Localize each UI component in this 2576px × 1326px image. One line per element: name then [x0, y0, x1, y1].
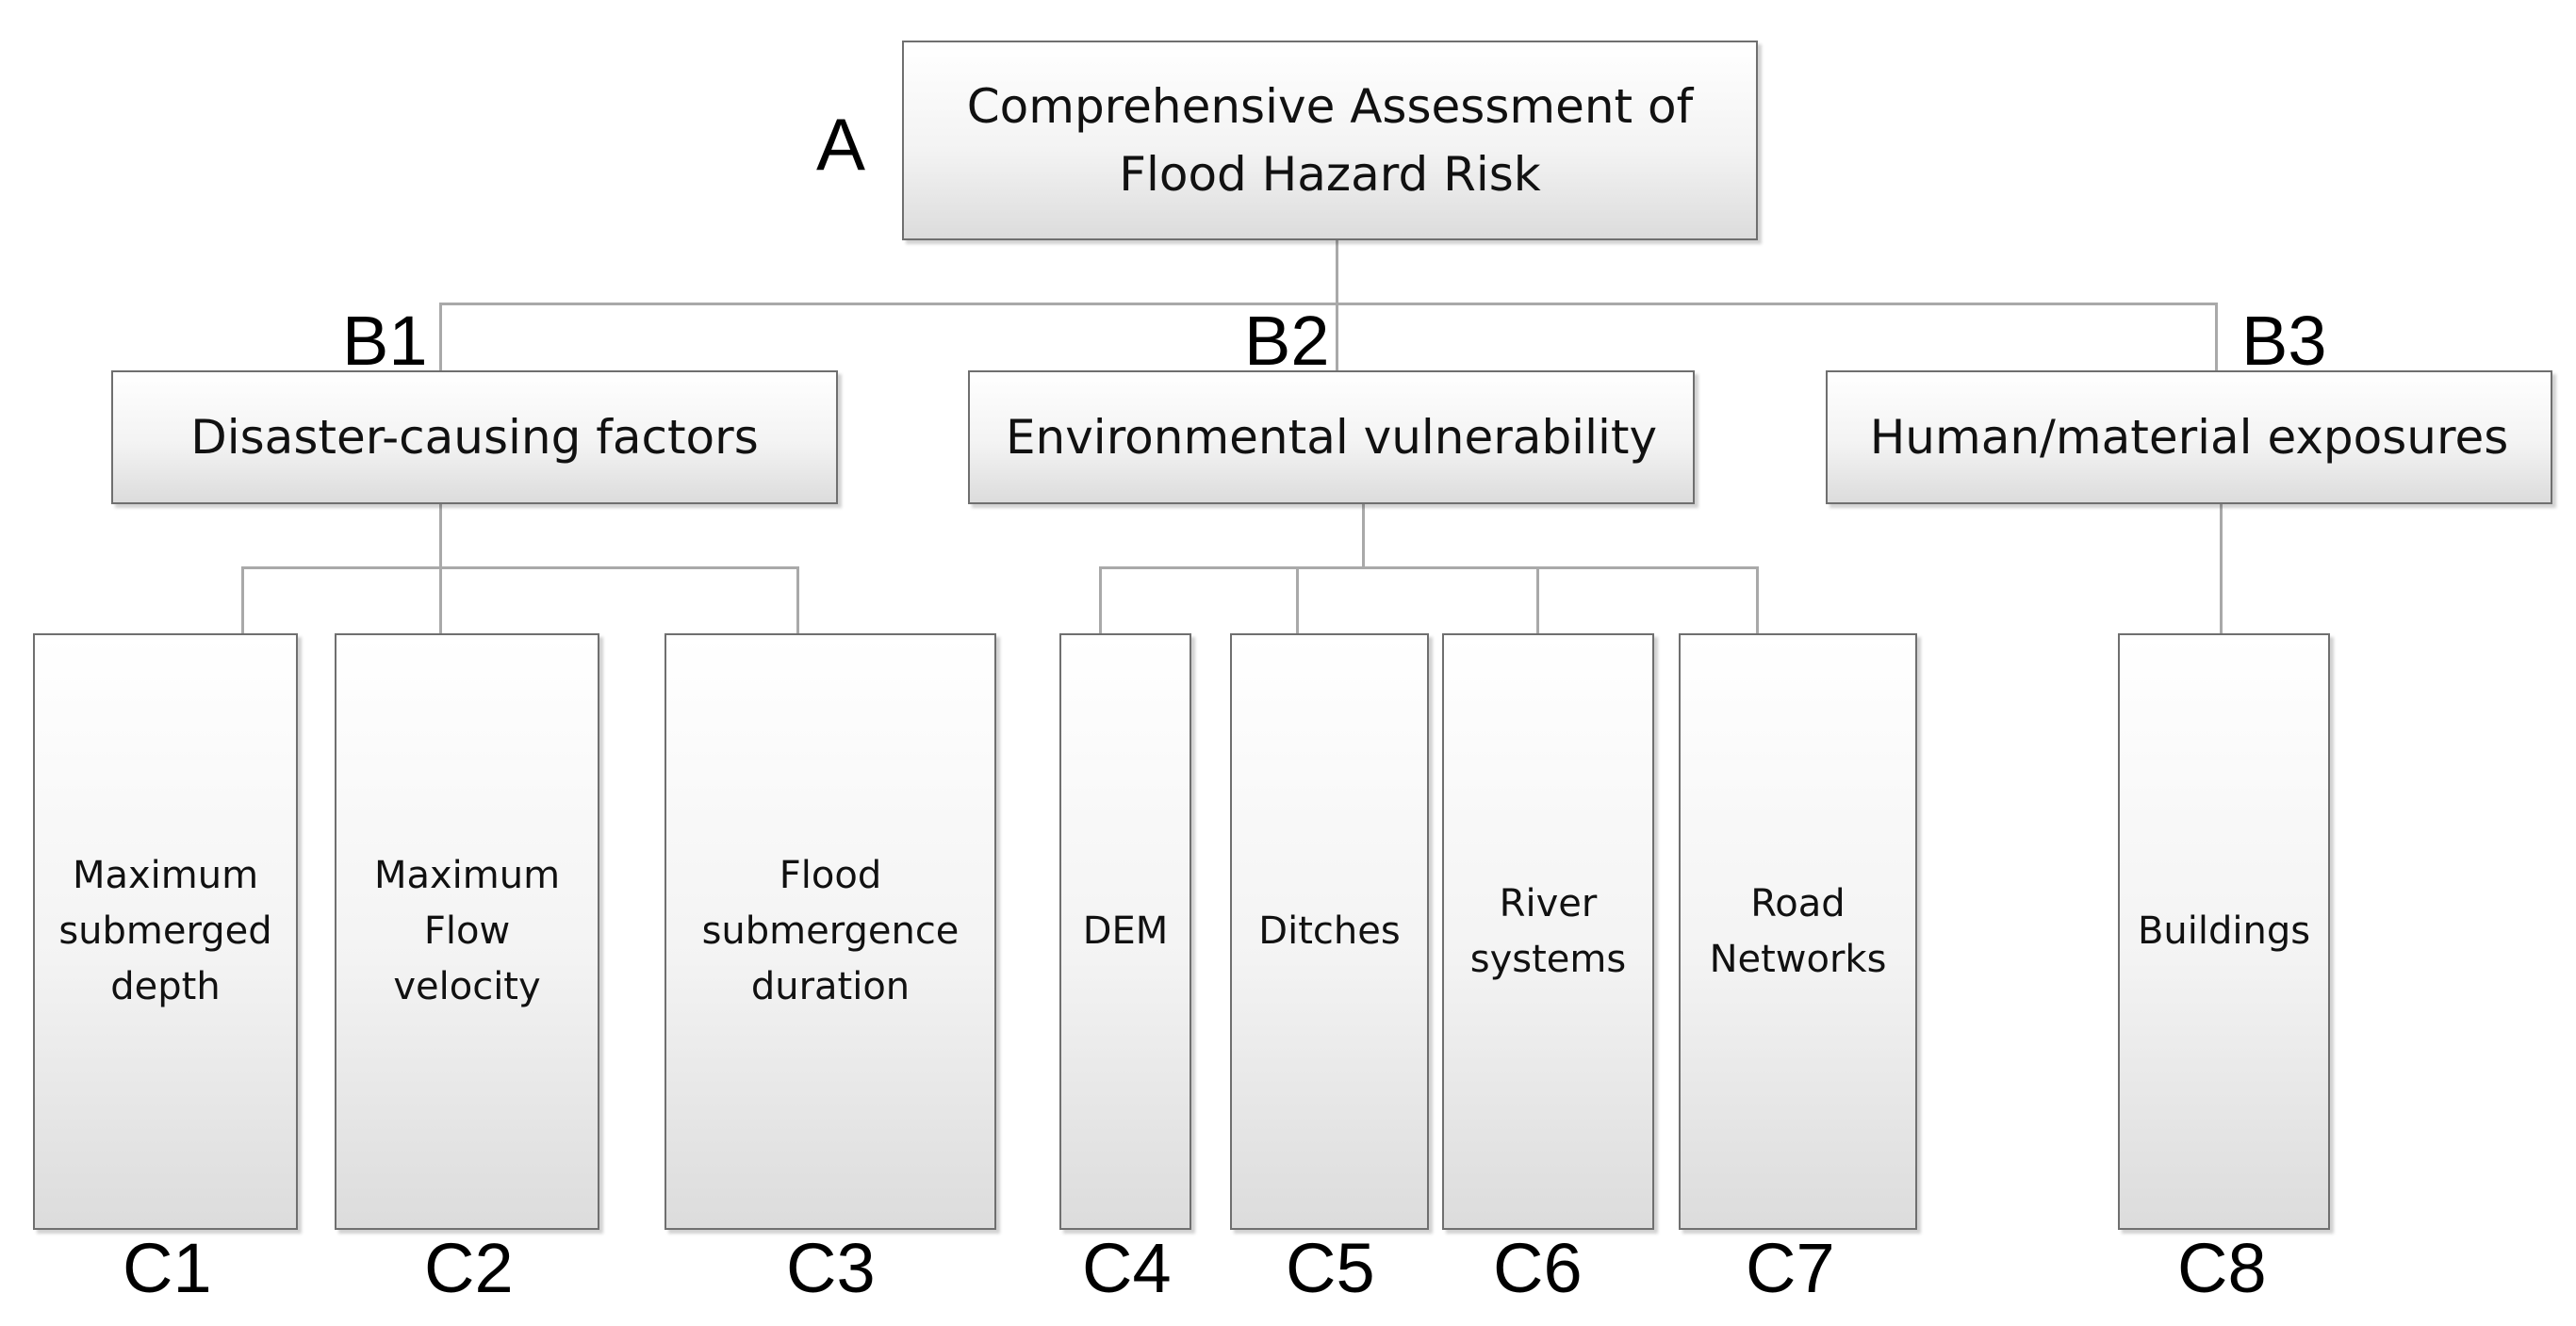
criterion-text-b3: Human/material exposures — [1869, 410, 2509, 465]
connector-b1-drop — [439, 303, 442, 371]
indicator-box-c8: Buildings — [2118, 633, 2330, 1230]
indicator-box-c4: DEM — [1059, 633, 1191, 1230]
criterion-box-b3: Human/material exposures — [1826, 370, 2552, 504]
level-label-c7: C7 — [1746, 1229, 1835, 1307]
indicator-text-c4: DEM — [1082, 909, 1169, 953]
level-label-c2: C2 — [424, 1229, 514, 1307]
indicator-box-c2: Maximum Flow velocity — [335, 633, 599, 1230]
connector-b3-stem — [2220, 502, 2223, 635]
connector-c4-drop — [1099, 566, 1102, 635]
indicator-box-c1: Maximum submerged depth — [33, 633, 298, 1230]
level-label-c1: C1 — [123, 1229, 212, 1307]
level-label-c4: C4 — [1082, 1229, 1172, 1307]
connector-c3-drop — [796, 566, 799, 635]
connector-c1-drop — [241, 566, 244, 635]
connector-b2-stem — [1362, 502, 1365, 568]
indicator-box-c7: Road Networks — [1679, 633, 1917, 1230]
level-label-c6: C6 — [1493, 1229, 1583, 1307]
indicator-text-c7: Road Networks — [1709, 881, 1887, 981]
connector-a-stem — [1336, 238, 1338, 304]
connector-b2-drop — [1336, 303, 1338, 371]
connector-b2-bus — [1099, 566, 1759, 569]
goal-text: Comprehensive Assessment of Flood Hazard… — [966, 79, 1694, 202]
criterion-box-b1: Disaster-causing factors — [111, 370, 838, 504]
connector-c7-drop — [1756, 566, 1759, 635]
indicator-text-c3: Flood submergence duration — [701, 854, 960, 1008]
indicator-text-c1: Maximum submerged depth — [58, 854, 272, 1008]
indicator-box-c6: River systems — [1442, 633, 1654, 1230]
connector-b1-bus — [241, 566, 799, 569]
level-label-c8: C8 — [2177, 1229, 2267, 1307]
level-label-b2: B2 — [1244, 302, 1330, 380]
indicator-box-c5: Ditches — [1230, 633, 1429, 1230]
level-label-c3: C3 — [786, 1229, 876, 1307]
level-label-b1: B1 — [342, 302, 428, 380]
criterion-text-b2: Environmental vulnerability — [1005, 410, 1658, 465]
level-label-a: A — [816, 103, 866, 186]
connector-c2-drop — [439, 566, 442, 635]
connector-c6-drop — [1536, 566, 1539, 635]
criterion-text-b1: Disaster-causing factors — [190, 410, 759, 465]
goal-box: Comprehensive Assessment of Flood Hazard… — [902, 41, 1758, 240]
indicator-text-c2: Maximum Flow velocity — [373, 854, 561, 1008]
indicator-text-c6: River systems — [1469, 881, 1627, 981]
connector-b-bus — [439, 303, 2218, 305]
level-label-b3: B3 — [2241, 302, 2327, 380]
connector-b1-stem — [439, 502, 442, 568]
connector-b3-drop — [2215, 303, 2218, 371]
indicator-box-c3: Flood submergence duration — [665, 633, 996, 1230]
connector-c5-drop — [1296, 566, 1299, 635]
level-label-c5: C5 — [1286, 1229, 1375, 1307]
indicator-text-c8: Buildings — [2137, 909, 2311, 953]
indicator-text-c5: Ditches — [1258, 909, 1401, 953]
criterion-box-b2: Environmental vulnerability — [968, 370, 1695, 504]
